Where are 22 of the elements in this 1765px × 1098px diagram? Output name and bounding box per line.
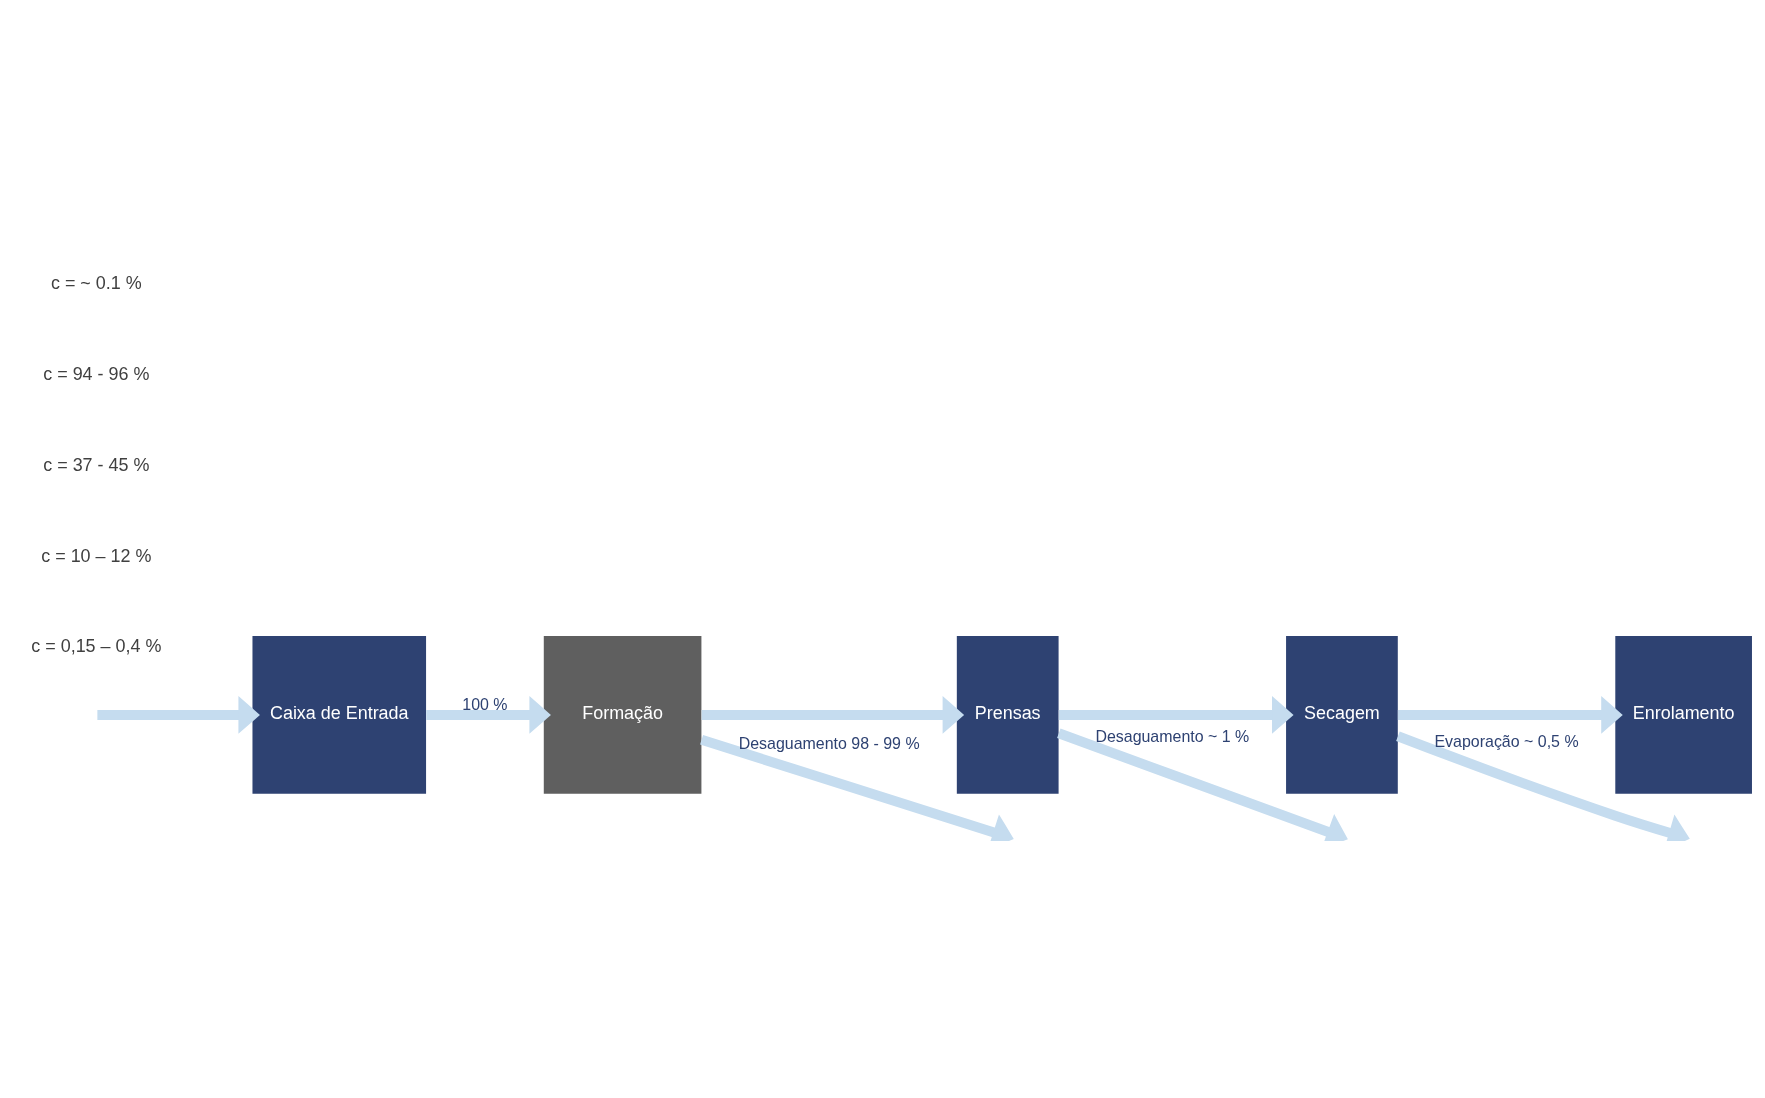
arrow [426, 696, 551, 734]
arrow [97, 696, 260, 734]
label: c = 10 – 12 % [41, 545, 152, 566]
label: c = 94 - 96 % [43, 364, 150, 385]
node-box: Secagem [1286, 636, 1398, 794]
node-box: Enrolamento [1615, 636, 1752, 794]
label: c = 37 - 45 % [43, 454, 150, 475]
label: c = 0,15 – 0,4 % [31, 636, 162, 657]
node-box: Formação [543, 636, 702, 794]
edge-label: Evaporação ~ 0,5 % [1434, 732, 1579, 750]
arrow [1397, 696, 1623, 734]
arrow [701, 696, 965, 734]
node-box: Caixa de Entrada [252, 636, 427, 794]
edge-label: Desaguamento ~ 1 % [1095, 727, 1250, 745]
edge-label: Desaguamento 98 - 99 % [738, 734, 920, 752]
node-box: Prensas [956, 636, 1059, 794]
arrow [1058, 696, 1294, 734]
arrow [1396, 731, 1690, 841]
arrow [1057, 728, 1348, 841]
edge-label: 100 % [462, 695, 508, 713]
arrow [700, 734, 1014, 841]
label: c = ~ 0.1 % [50, 273, 142, 294]
